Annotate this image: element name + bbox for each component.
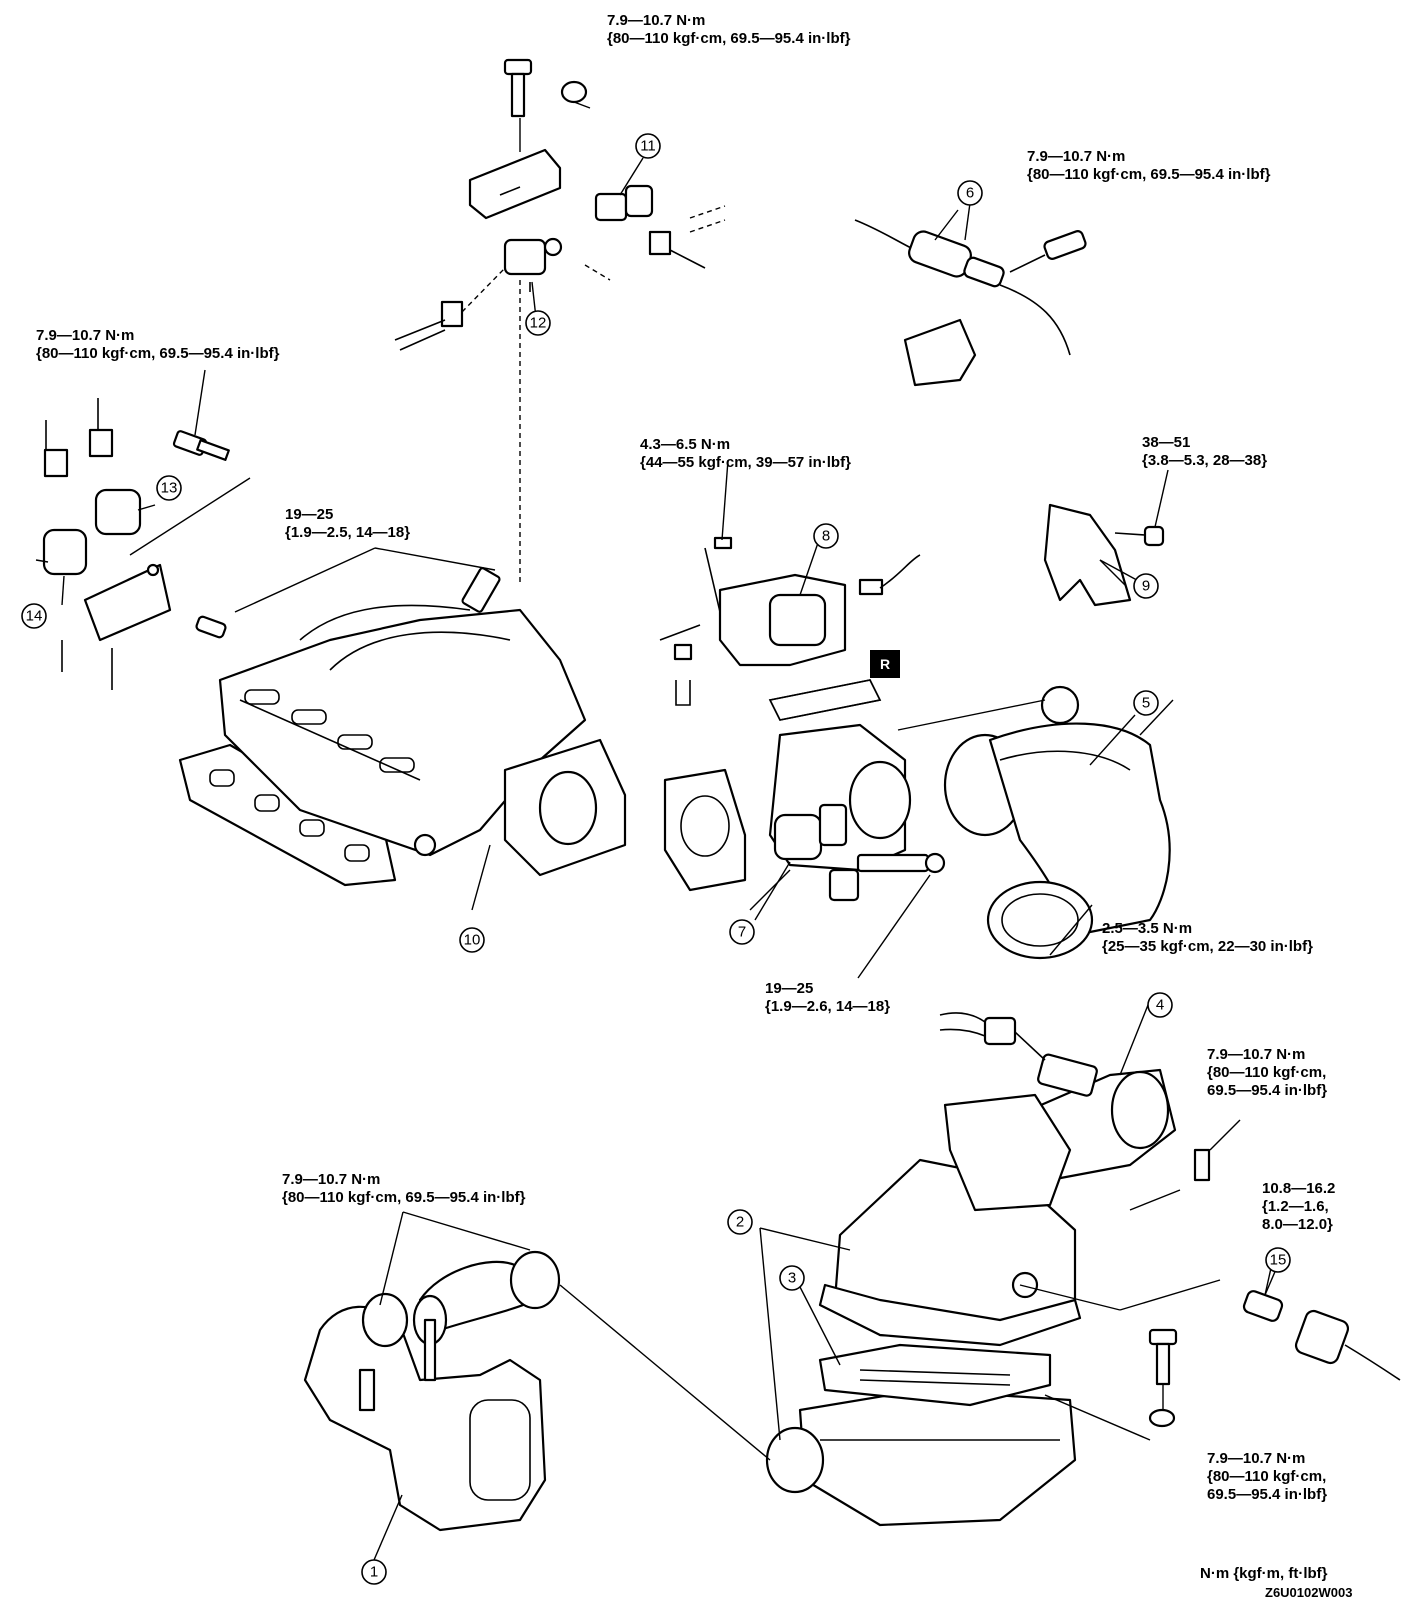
torque-label-part-4: 7.9—10.7 N·m{80—110 kgf·cm,69.5—95.4 in·… [1207, 1046, 1328, 1099]
svg-text:13: 13 [161, 480, 178, 497]
torque-label-part-6: 7.9—10.7 N·m{80—110 kgf·cm, 69.5—95.4 in… [1027, 148, 1271, 183]
callout-9: 9 [1133, 573, 1159, 599]
callout-2: 2 [727, 1209, 753, 1235]
torque-label-part-15: 10.8—16.2{1.2—1.6,8.0—12.0} [1262, 1180, 1336, 1233]
callout-3: 3 [779, 1265, 805, 1291]
svg-text:8: 8 [822, 528, 830, 545]
svg-text:3: 3 [788, 1270, 796, 1287]
callout-13: 13 [156, 475, 182, 501]
part-2-air-cleaner-case [765, 1093, 1221, 1527]
parts-13-14-solenoids [35, 369, 251, 690]
svg-text:14: 14 [26, 608, 43, 625]
air-cleaner-bolt [1148, 1328, 1178, 1428]
part-6-sensor [854, 202, 1087, 387]
callout-6: 6 [957, 180, 983, 206]
callout-4: 4 [1147, 992, 1173, 1018]
part-4-airflow-meter [939, 1012, 1241, 1211]
callout-5: 5 [1133, 690, 1159, 716]
callout-8: 8 [813, 523, 839, 549]
svg-text:11: 11 [640, 138, 656, 155]
callout-11: 11 [635, 133, 661, 159]
torque-label-top-bracket: 7.9—10.7 N·m{80—110 kgf·cm, 69.5—95.4 in… [607, 12, 851, 47]
top-bracket-assembly [394, 58, 726, 585]
callout-leaders [61, 157, 1276, 1441]
torque-label-part-10: 19—25{1.9—2.5, 14—18} [285, 506, 411, 541]
figure-code: Z6U0102W003 [1265, 1585, 1353, 1600]
svg-text:2: 2 [736, 1214, 744, 1231]
callout-14: 14 [21, 603, 47, 629]
callout-7: 7 [729, 919, 755, 945]
part-9-bracket [1043, 469, 1169, 607]
svg-text:10: 10 [464, 932, 481, 949]
part-5-air-duct [943, 714, 1171, 960]
svg-text:6: 6 [966, 185, 974, 202]
svg-text:9: 9 [1142, 578, 1150, 595]
torque-label-part-9: 38—51{3.8—5.3, 28—38} [1142, 434, 1268, 469]
torque-label-part-8: 4.3—6.5 N·m{44—55 kgf·cm, 39—57 in·lbf} [640, 436, 851, 471]
callout-10: 10 [459, 927, 485, 953]
svg-text:7: 7 [738, 924, 746, 941]
svg-text:12: 12 [530, 315, 547, 332]
part-15-sensor [1242, 1259, 1401, 1381]
part-8-actuator [659, 459, 921, 721]
torque-label-air-cleaner-bolt: 7.9—10.7 N·m{80—110 kgf·cm,69.5—95.4 in·… [1207, 1450, 1328, 1503]
units-note: N·m {kgf·m, ft·lbf} [1200, 1565, 1328, 1582]
part-1-resonator [303, 1211, 771, 1561]
torque-label-part-1: 7.9—10.7 N·m{80—110 kgf·cm, 69.5—95.4 in… [282, 1171, 526, 1206]
r-marker: R [870, 650, 900, 678]
part-3-air-filter [818, 1343, 1052, 1407]
callout-12: 12 [525, 310, 551, 336]
svg-text:15: 15 [1270, 1252, 1287, 1269]
part-10-intake-manifold [178, 547, 627, 887]
torque-label-part-13: 7.9—10.7 N·m{80—110 kgf·cm, 69.5—95.4 in… [36, 327, 280, 362]
callout-1: 1 [361, 1559, 387, 1585]
svg-text:1: 1 [370, 1564, 378, 1581]
svg-text:4: 4 [1156, 997, 1164, 1014]
svg-text:R: R [880, 656, 890, 672]
torque-label-part-7: 19—25{1.9—2.6, 14—18} [765, 980, 891, 1015]
part-7-throttle-body [663, 679, 1080, 979]
torque-label-part-5: 2.5—3.5 N·m{25—35 kgf·cm, 22—30 in·lbf} [1102, 920, 1313, 955]
svg-text:5: 5 [1142, 695, 1150, 712]
callout-15: 15 [1265, 1247, 1291, 1273]
